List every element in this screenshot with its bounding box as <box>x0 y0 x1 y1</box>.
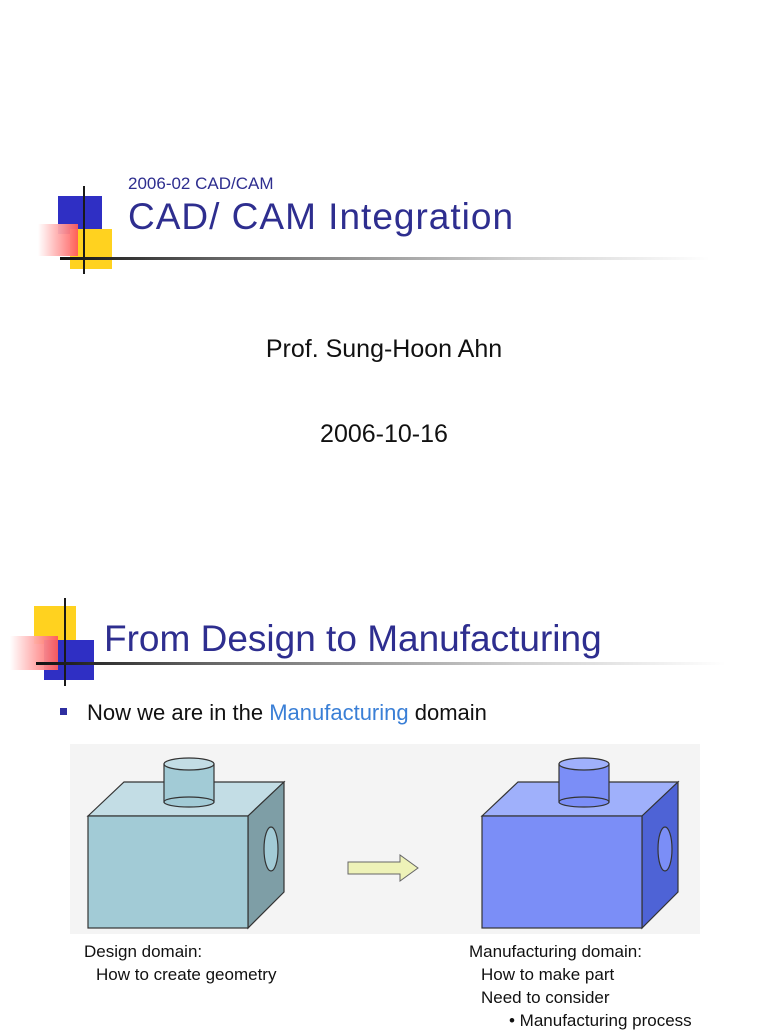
design-domain-caption: Design domain: How to create geometry <box>84 940 276 986</box>
design-caption-detail: How to create geometry <box>96 965 277 984</box>
manufacturing-caption-heading: Manufacturing domain: <box>469 942 642 961</box>
manufacturing-part-illustration <box>480 757 680 930</box>
page-title: CAD/ CAM Integration <box>128 196 515 237</box>
design-caption-heading: Design domain: <box>84 942 203 961</box>
author-name: Prof. Sung-Hoon Ahn <box>265 335 503 363</box>
design-to-manufacturing-figure <box>70 744 700 934</box>
bullet-text-suffix: domain <box>408 700 487 725</box>
course-label: 2006-02 CAD/CAM <box>128 174 274 193</box>
manufacturing-caption-line: Need to consider <box>481 988 610 1007</box>
title-slide: 2006-02 CAD/CAM CAD/ CAM Integration Pro… <box>0 0 768 512</box>
bullet-item: Now we are in the Manufacturing domain <box>60 700 487 726</box>
slide-title: From Design to Manufacturing <box>104 618 602 659</box>
design-part-illustration <box>86 757 286 930</box>
bullet-text-highlight: Manufacturing <box>269 700 409 725</box>
bullet-text-prefix: Now we are in the <box>87 700 270 725</box>
square-bullet-icon <box>60 707 67 715</box>
content-slide: From Design to Manufacturing Now we are … <box>0 512 768 1030</box>
manufacturing-caption-line: How to make part <box>481 965 615 984</box>
right-arrow-icon <box>347 854 419 882</box>
manufacturing-caption-subbullet: • Manufacturing process <box>509 1011 692 1030</box>
presentation-date: 2006-10-16 <box>320 420 448 448</box>
manufacturing-domain-caption: Manufacturing domain: How to make part N… <box>469 940 692 1032</box>
